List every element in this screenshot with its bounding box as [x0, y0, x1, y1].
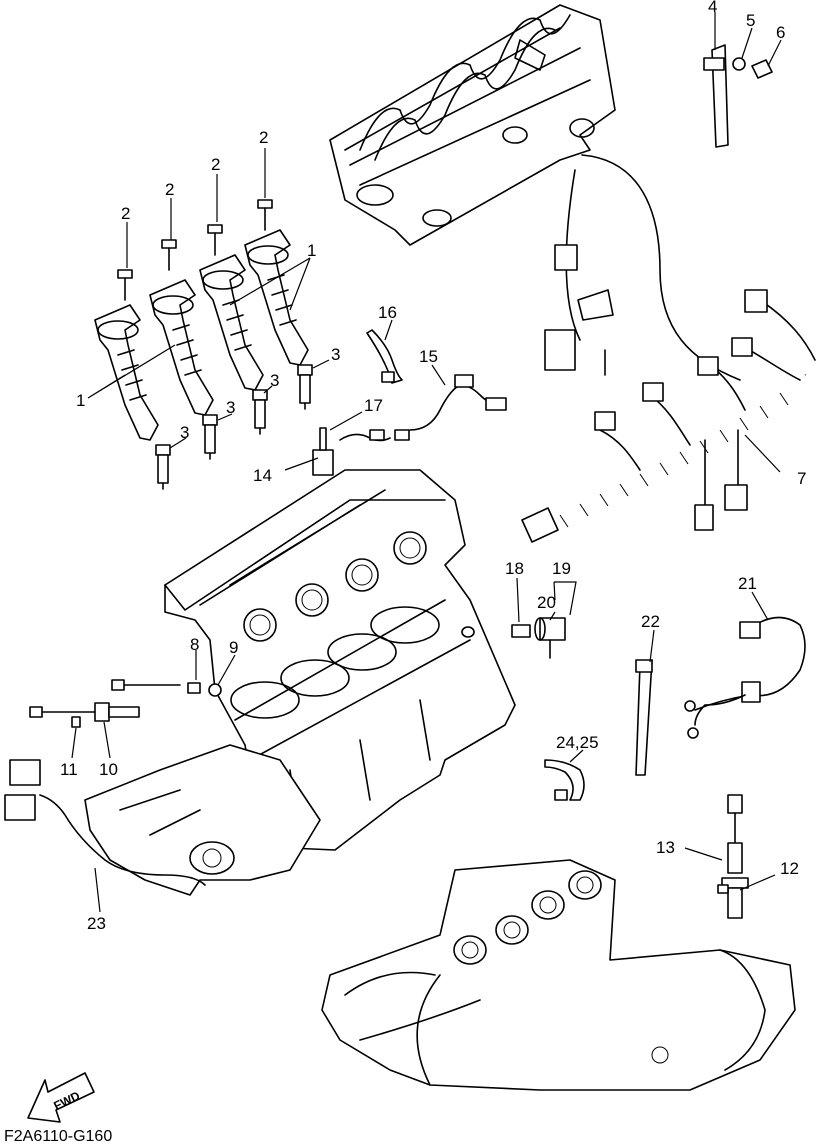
coil-bolts	[117, 199, 273, 301]
callout-1b: 1	[76, 391, 85, 410]
sensor-parts-left	[29, 679, 222, 728]
callout-5: 5	[746, 11, 755, 30]
callout-labels: 1 1 2 2 2 2 3 3 3 3 4 5 6 7 8 9 10 11 12…	[60, 0, 806, 933]
callout-15: 15	[419, 347, 438, 366]
callout-24-25: 24,25	[556, 733, 599, 752]
callout-3d: 3	[331, 345, 340, 364]
leader-lines	[71, 12, 782, 913]
cable-tie	[635, 659, 653, 776]
callout-18: 18	[505, 559, 524, 578]
callout-20: 20	[537, 593, 556, 612]
wire-harness	[521, 154, 816, 543]
callout-10: 10	[99, 760, 118, 779]
sensor-parts-middle	[461, 617, 566, 659]
callout-19: 19	[552, 559, 571, 578]
sensor-parts-upper	[312, 329, 507, 476]
callout-16: 16	[378, 303, 397, 322]
callout-2c: 2	[211, 155, 220, 174]
callout-2d: 2	[259, 128, 268, 147]
callout-8: 8	[190, 635, 199, 654]
callout-13: 13	[656, 838, 675, 857]
callout-1a: 1	[307, 241, 316, 260]
callout-7: 7	[797, 469, 806, 488]
fwd-arrow: FWD	[27, 1072, 95, 1123]
cable-tie-clamp	[703, 44, 773, 148]
callout-23: 23	[87, 914, 106, 933]
crankcase	[84, 744, 321, 896]
callout-3c: 3	[270, 371, 279, 390]
callout-6: 6	[776, 23, 785, 42]
callout-2a: 2	[121, 204, 130, 223]
callout-14: 14	[253, 466, 272, 485]
clip	[544, 759, 585, 801]
callout-11: 11	[60, 760, 78, 779]
lead-harness	[4, 759, 206, 886]
callout-2b: 2	[165, 180, 174, 199]
spark-plugs	[155, 364, 313, 490]
callout-12: 12	[780, 859, 799, 878]
exhaust-sensor	[717, 794, 749, 919]
diagram-code: F2A6110-G160	[4, 1128, 113, 1145]
callout-17: 17	[364, 396, 383, 415]
callout-3b: 3	[226, 398, 235, 417]
callout-3a: 3	[180, 423, 189, 442]
callout-22: 22	[641, 612, 660, 631]
callout-9: 9	[229, 638, 238, 657]
airbox-assembly	[329, 4, 616, 246]
callout-4: 4	[708, 0, 717, 16]
callout-21: 21	[738, 574, 757, 593]
sub-harness	[684, 616, 806, 739]
exhaust-manifold	[321, 859, 796, 1091]
